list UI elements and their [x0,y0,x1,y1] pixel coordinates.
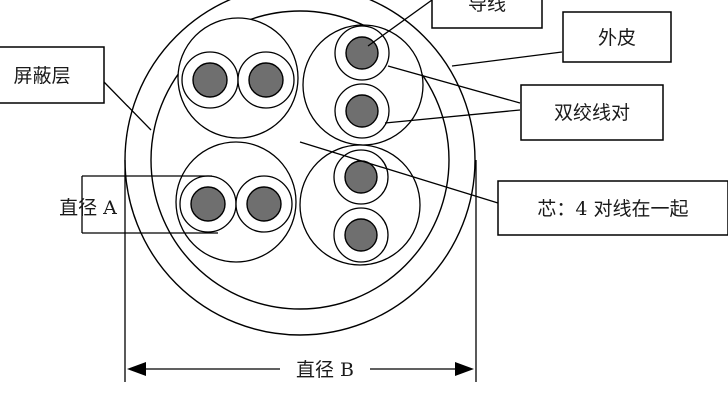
diameter-a-label: 直径 A [59,197,117,219]
conductor-core [345,94,379,128]
conductor-core [344,160,378,194]
conductor-core [246,186,282,222]
shield-layer-label: 屏蔽层 [13,65,70,87]
twisted-pair-label: 双绞线对 [554,102,630,124]
diameter-b-label: 直径 B [296,359,354,381]
leader-twisted-pair-upper [387,65,521,104]
leader-outer-jacket [451,51,563,67]
conductor-core [344,218,378,252]
twisted-pair-label-box [520,84,664,141]
diameter-b-label-bg [282,354,368,382]
leader-conductor [367,0,433,47]
conductor-core [190,186,226,222]
outer-jacket-label: 外皮 [598,27,636,49]
conductor-label: 导线 [468,0,506,15]
conductor-group [179,25,390,263]
pair-group-bottom-right [299,144,421,266]
core-label-box [497,180,728,236]
conductor-core [248,62,284,98]
leader-twisted-pair-lower [384,109,521,124]
diameter-b-arrow-right [455,362,474,376]
core-label: 芯：4 对线在一起 [537,198,688,220]
leader-shield-layer [103,81,152,131]
shield-layer-label-box [0,46,105,104]
outer-jacket-label-box [562,11,672,63]
conductor-label-box [431,0,543,29]
leader-core [299,141,499,204]
diameter-b-arrow-left [127,362,146,376]
conductor-core [192,62,228,98]
